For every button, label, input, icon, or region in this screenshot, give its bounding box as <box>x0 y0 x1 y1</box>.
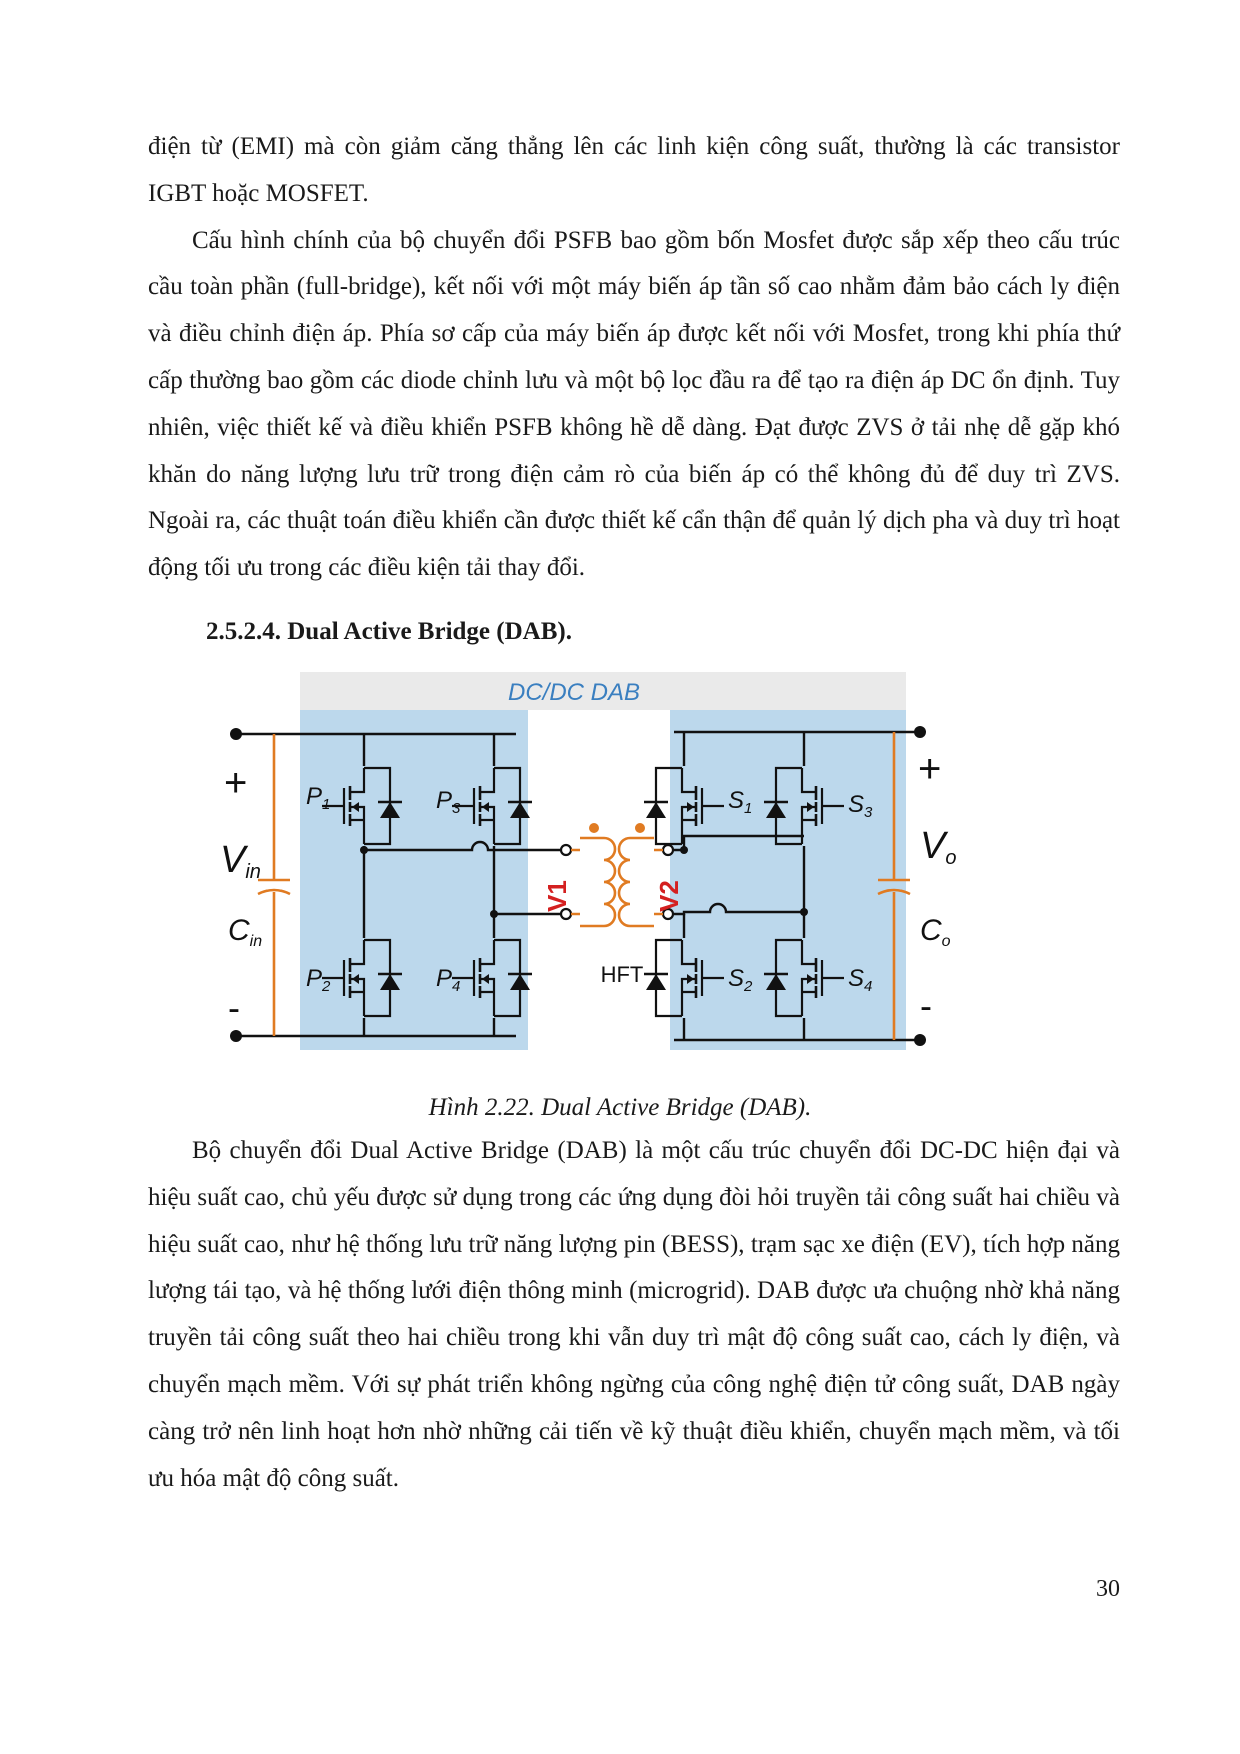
vo-plus-sign: + <box>918 747 941 791</box>
cin-label: Cin <box>228 914 262 950</box>
section-heading: 2.5.2.4. Dual Active Bridge (DAB). <box>206 618 572 645</box>
figure-caption: Hình 2.22. Dual Active Bridge (DAB). <box>428 1094 812 1121</box>
vo-minus-terminal <box>914 1034 926 1046</box>
dab-figure: DC/DC DAB <box>214 668 1044 1068</box>
figure-title-band <box>300 672 906 710</box>
co-label: Co <box>920 914 951 950</box>
dab-circuit-diagram: DC/DC DAB <box>220 672 956 1050</box>
vin-plus-terminal <box>230 728 242 740</box>
paragraph-3: Bộ chuyển đổi Dual Active Bridge (DAB) l… <box>148 1137 1120 1492</box>
paragraph-1: điện từ (EMI) mà còn giảm căng thẳng lên… <box>148 133 1120 207</box>
co-capacitor <box>877 732 911 1040</box>
label-s4: S4 <box>848 965 872 995</box>
vin-minus-terminal <box>230 1030 242 1042</box>
label-p1: P1 <box>306 783 330 813</box>
hft-label: HFT <box>601 962 644 987</box>
label-p2: P2 <box>306 965 331 995</box>
vin-plus-sign: + <box>224 761 247 805</box>
vo-minus-sign: - <box>920 985 932 1026</box>
secondary-rails <box>673 730 920 1042</box>
label-p3: P3 <box>436 787 461 817</box>
page-number: 30 <box>1096 1576 1120 1602</box>
figure-title: DC/DC DAB <box>508 679 640 706</box>
primary-rails <box>236 732 524 1038</box>
secondary-bridge-box <box>670 710 906 1050</box>
label-p4: P4 <box>436 965 460 995</box>
vin-minus-sign: - <box>228 987 240 1028</box>
label-s3: S3 <box>848 791 873 821</box>
hft-transformer: V1 V2 HFT <box>524 823 684 987</box>
body-text-bottom: Bộ chuyển đổi Dual Active Bridge (DAB) l… <box>148 1128 1120 1502</box>
paragraph-2: Cấu hình chính của bộ chuyển đổi PSFB ba… <box>148 226 1120 582</box>
vo-label: Vo <box>920 825 956 869</box>
vo-plus-terminal <box>914 726 926 738</box>
primary-bridge-box <box>300 710 528 1050</box>
label-s1: S1 <box>728 787 752 817</box>
v1-label: V1 <box>542 880 572 912</box>
body-text-top: điện từ (EMI) mà còn giảm căng thẳng lên… <box>148 124 1120 592</box>
cin-capacitor <box>257 734 291 1036</box>
label-s2: S2 <box>728 965 753 995</box>
v2-label: V2 <box>654 880 684 912</box>
vin-label: Vin <box>220 839 261 883</box>
